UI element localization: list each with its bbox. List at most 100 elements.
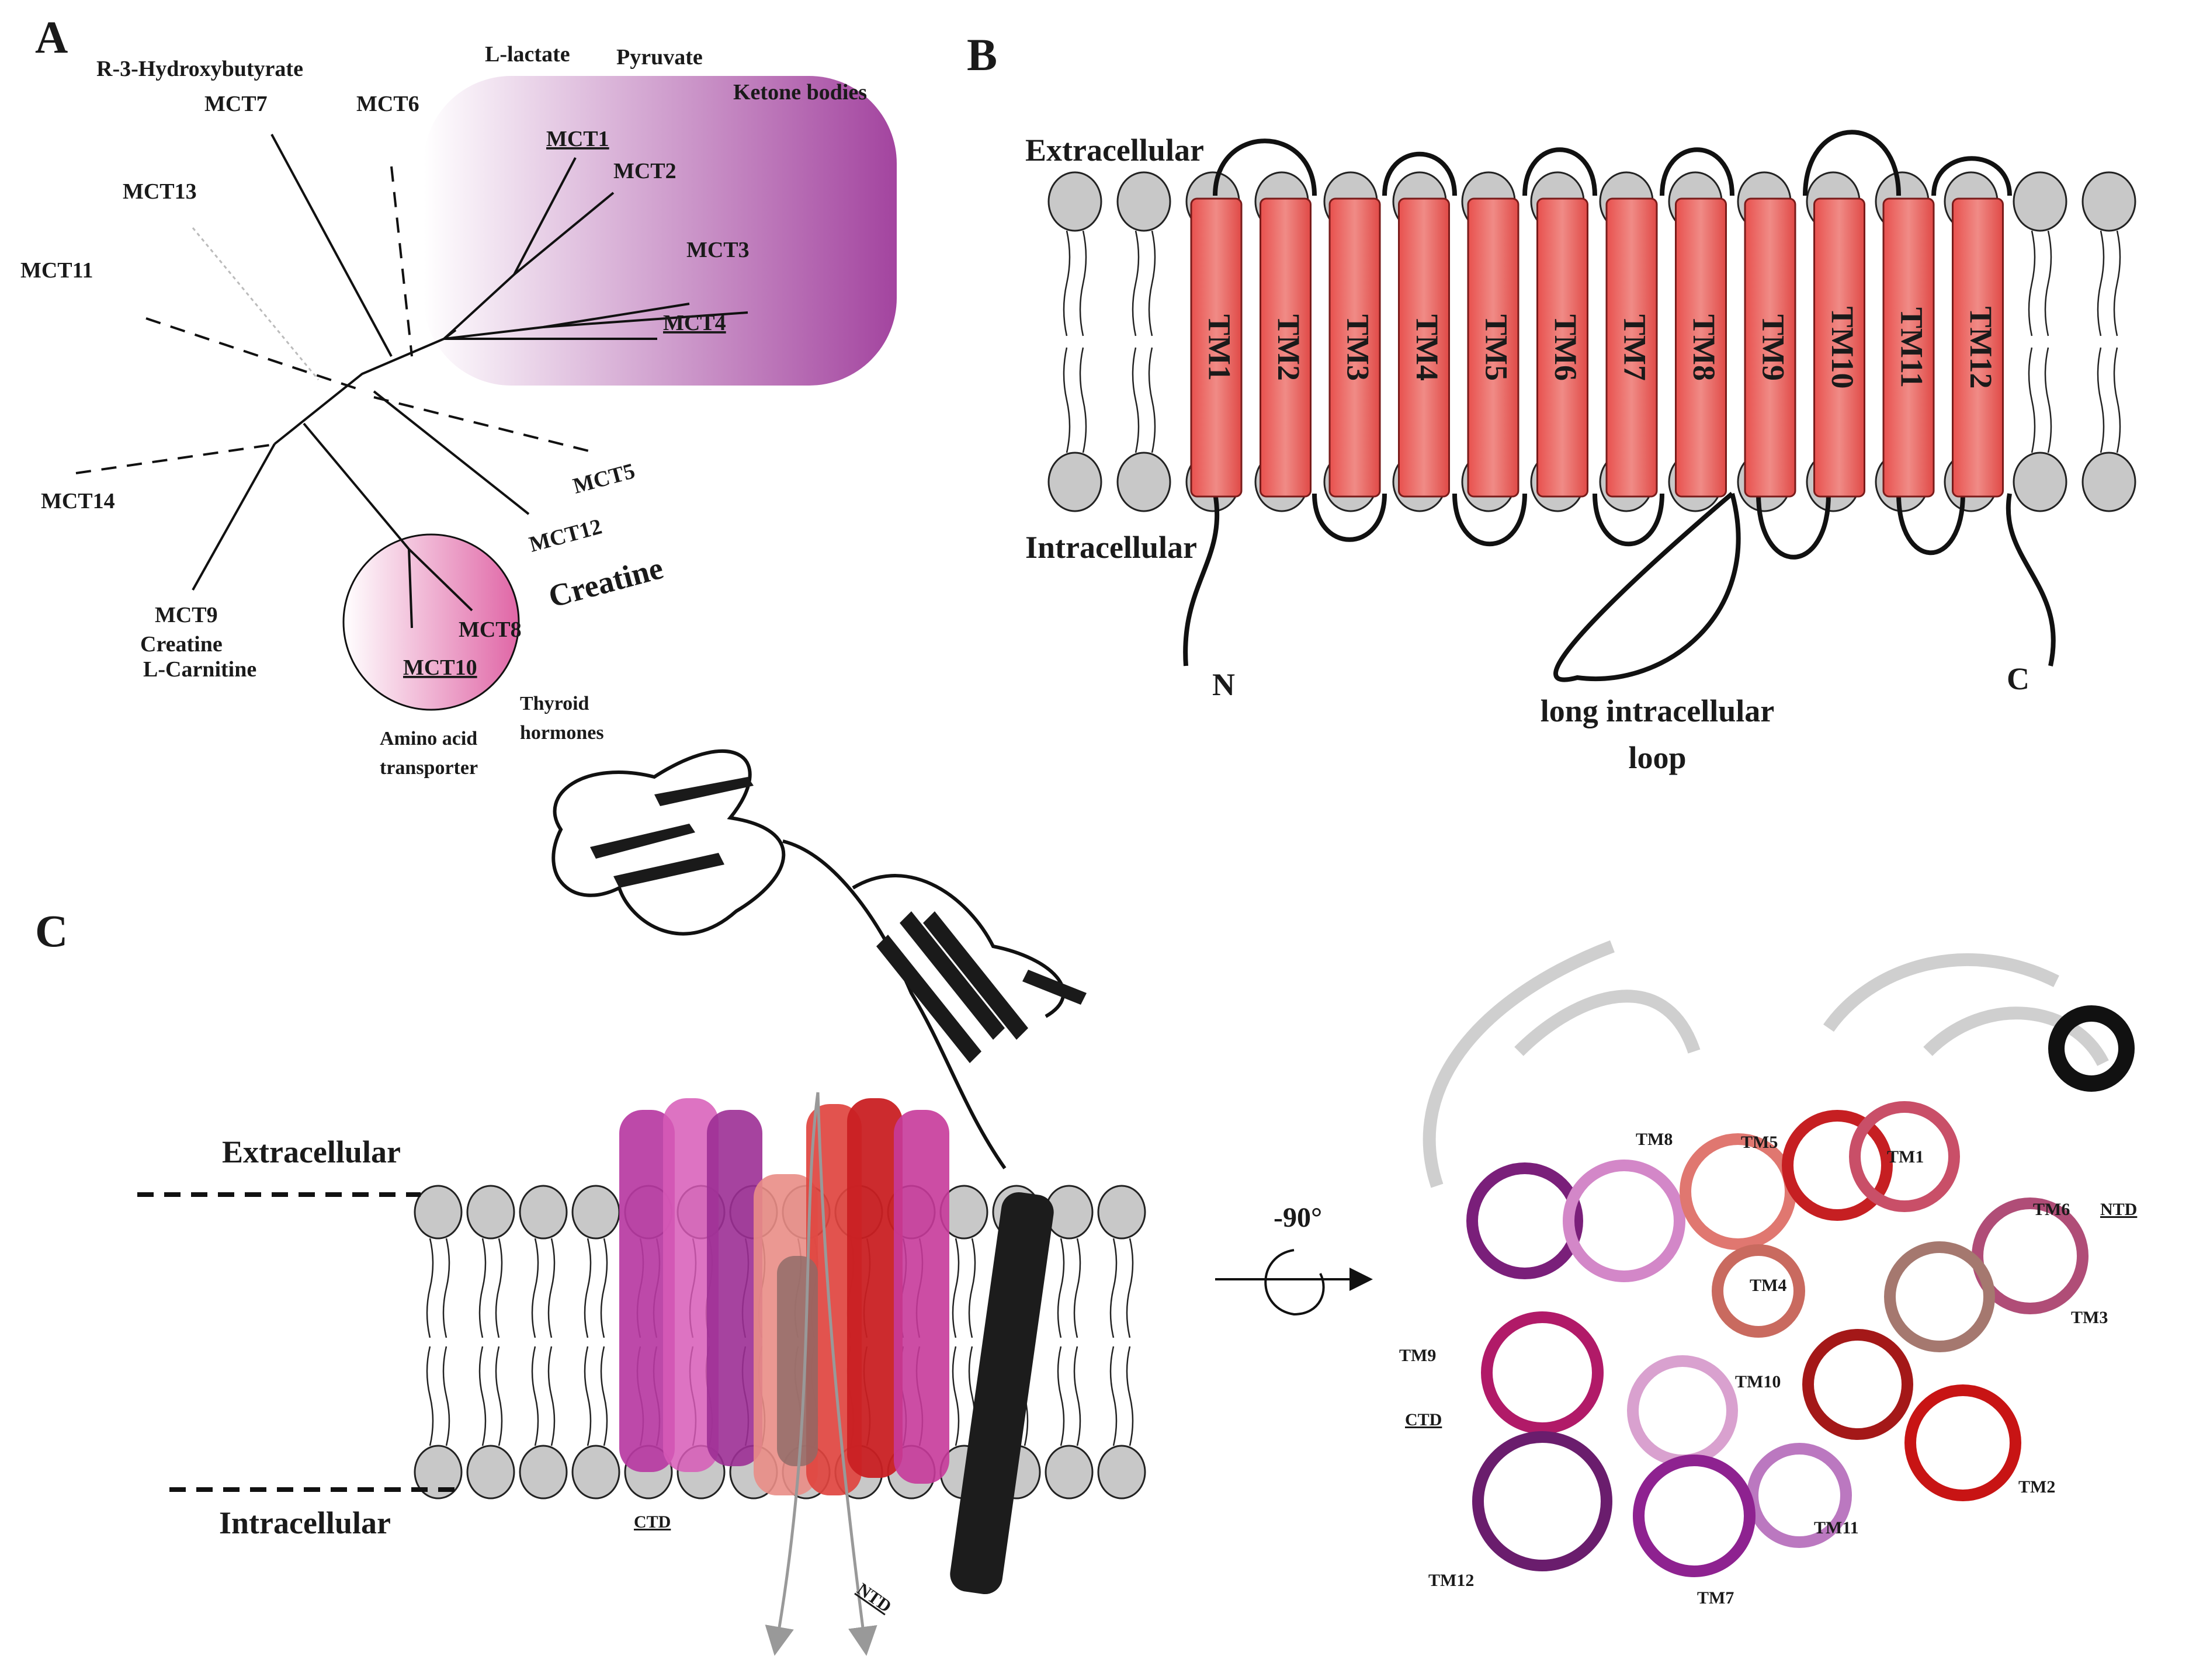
helix-label-tm6: TM6 [1548, 314, 1583, 381]
lipid-tail [584, 1346, 592, 1446]
label-amino-1: Amino acid [380, 728, 477, 749]
b-intracellular: Intracellular [1025, 530, 1197, 565]
tree-dashed-branches [75, 166, 596, 474]
lipid-head [1116, 452, 1171, 512]
lipid-tail [426, 1238, 434, 1338]
c-partner-ig-domains [551, 749, 1066, 1169]
lipid-head [1045, 1445, 1094, 1499]
c-transport-arrow-left [765, 1092, 820, 1656]
lipid-tail [2097, 347, 2105, 453]
helix-tm12 [1952, 197, 2004, 498]
helix-label-tm11: TM11 [1895, 307, 1930, 388]
lipid-head [2081, 171, 2136, 232]
lipid-tail [2044, 230, 2052, 336]
b-c-terminus: C [2007, 661, 2029, 696]
helix-label-tm10: TM10 [1825, 307, 1860, 389]
lipid-tail [1057, 1238, 1065, 1338]
top-tm2: TM2 [2018, 1477, 2055, 1497]
b-loop-label-1: long intracellular [1541, 693, 1774, 728]
top-tm11: TM11 [1814, 1518, 1859, 1537]
label-mct8: MCT8 [459, 617, 522, 642]
c-top-partner-helix [2048, 1005, 2135, 1092]
label-thyroid-1: Thyroid [520, 693, 589, 714]
lipid-tail [2113, 347, 2121, 453]
lipid-tail [1148, 230, 1156, 336]
lipid-tail [1079, 230, 1087, 336]
helix-label-tm5: TM5 [1479, 314, 1514, 381]
label-amino-2: transporter [380, 757, 478, 779]
label-ketone-bodies: Ketone bodies [733, 80, 867, 105]
lipid-tail [2028, 230, 2036, 336]
top-tm12: TM12 [1428, 1571, 1474, 1590]
c-top-view: TM8 TM5 TM1 TM6 NTD TM3 TM4 TM9 CTD TM10… [1399, 940, 2137, 1608]
lipid-tail [1132, 347, 1140, 453]
lipid-tail [531, 1346, 539, 1446]
label-mct4: MCT4 [663, 311, 726, 335]
lipid-tail [1132, 230, 1140, 336]
lipid-tail [2097, 230, 2105, 336]
lipid-tail [1148, 347, 1156, 453]
lipid-head [571, 1445, 620, 1499]
label-thyroid-2: hormones [520, 722, 604, 744]
lipid-head [414, 1185, 463, 1240]
lipid-tail [495, 1346, 503, 1446]
lipid-head [2013, 452, 2067, 512]
helix-tm7 [1605, 197, 1658, 498]
tree-faint-branch [192, 227, 320, 380]
helix-label-tm4: TM4 [1410, 314, 1445, 381]
lipid-tail [547, 1238, 556, 1338]
top-tm8: TM8 [1636, 1130, 1673, 1149]
label-mct6: MCT6 [356, 92, 419, 116]
helix-tm3 [1328, 197, 1381, 498]
label-mct12: MCT12 [526, 514, 604, 557]
top-ctd: CTD [1405, 1410, 1442, 1429]
lipid-tail [547, 1346, 556, 1446]
lipid-tail [1063, 230, 1071, 336]
lipid-tail [584, 1238, 592, 1338]
lipid-tail [531, 1238, 539, 1338]
label-mct5: MCT5 [570, 459, 637, 498]
label-lactate: L-lactate [485, 42, 570, 67]
mct1-4-group-box [424, 76, 897, 386]
c-extracellular: Extracellular [222, 1134, 401, 1169]
helix-tm4 [1398, 197, 1450, 498]
panel-b-label: B [967, 29, 997, 80]
lipid-tail [600, 1346, 608, 1446]
lipid-head [519, 1445, 568, 1499]
label-mct14: MCT14 [41, 489, 115, 513]
top-tm4: TM4 [1750, 1276, 1786, 1295]
top-tm5: TM5 [1741, 1133, 1778, 1152]
helix-tm6 [1536, 197, 1588, 498]
top-tm1: TM1 [1887, 1147, 1924, 1167]
lipid-tail [495, 1238, 503, 1338]
c-top-helix-coils [1466, 1101, 2088, 1577]
helix-label-tm2: TM2 [1271, 314, 1306, 381]
lipid-tail [600, 1238, 608, 1338]
lipid-head [1097, 1185, 1146, 1240]
c-intracellular: Intracellular [219, 1505, 391, 1540]
lipid-head [571, 1185, 620, 1240]
lipid-tail [1109, 1238, 1118, 1338]
label-mct13: MCT13 [123, 179, 197, 204]
lipid-tail [1073, 1346, 1081, 1446]
label-hydroxybutyrate: R-3-Hydroxybutyrate [96, 57, 303, 81]
helix-label-tm1: TM1 [1202, 314, 1237, 381]
lipid-head [2081, 452, 2136, 512]
lipid-tail [1126, 1346, 1134, 1446]
label-mct11: MCT11 [20, 258, 93, 283]
lipid-head [466, 1445, 515, 1499]
lipid-tail [1073, 1238, 1081, 1338]
lipid-tail [2028, 347, 2036, 453]
lipid-head [1116, 171, 1171, 232]
lipid-tail [2044, 347, 2052, 453]
lipid-tail [1057, 1346, 1065, 1446]
label-mct3: MCT3 [686, 238, 750, 262]
label-creatine-mct12: Creatine [545, 550, 667, 615]
top-tm6: TM6 [2033, 1200, 2070, 1219]
label-mct10: MCT10 [403, 655, 477, 680]
lipid-tail [478, 1238, 487, 1338]
label-mct1: MCT1 [546, 127, 609, 151]
lipid-head [414, 1445, 463, 1499]
c-rotation-curl [1264, 1249, 1325, 1316]
